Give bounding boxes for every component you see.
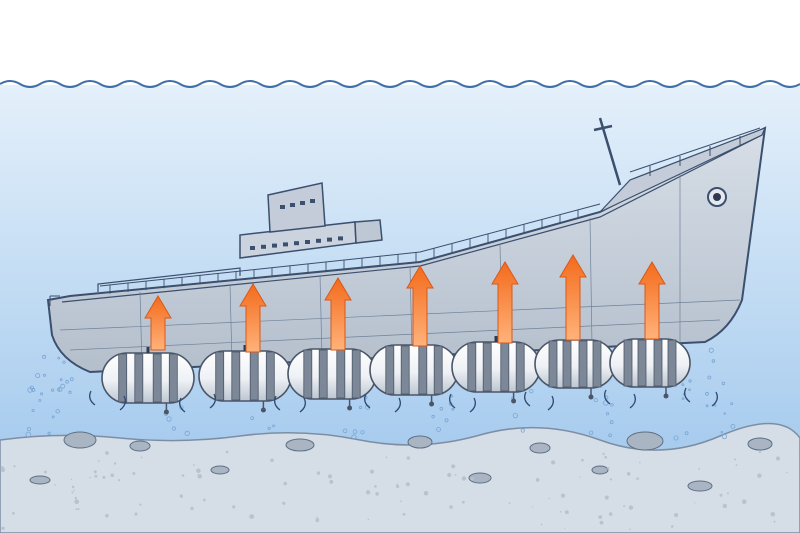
curved-arrow-icon xyxy=(209,393,216,409)
seabed-rocks xyxy=(29,431,773,492)
sunken-ship xyxy=(46,117,767,374)
water-surface-line xyxy=(0,80,800,88)
forecastle xyxy=(599,126,767,213)
up-arrow-icon xyxy=(239,283,267,353)
float-bag-icon xyxy=(609,333,691,399)
bridge-windows xyxy=(250,199,343,250)
curved-arrow-icon xyxy=(394,397,401,413)
deck-railing xyxy=(49,203,601,306)
current-arrows xyxy=(89,387,718,413)
seabed xyxy=(0,422,800,533)
foremast xyxy=(593,117,622,186)
curved-arrow-icon xyxy=(299,397,306,413)
lift-arrows xyxy=(144,254,666,353)
curved-arrow-icon xyxy=(119,395,126,411)
float-bag-icon xyxy=(451,336,541,404)
up-arrow-icon xyxy=(491,261,519,344)
curved-arrow-icon xyxy=(629,393,636,409)
bow-railing xyxy=(629,127,761,176)
curved-arrow-icon xyxy=(547,395,554,411)
curved-arrow-icon xyxy=(684,387,691,403)
stern-frame xyxy=(97,267,241,292)
seabed-pebbles xyxy=(0,450,800,531)
sky xyxy=(0,0,800,85)
float-bags xyxy=(101,333,691,415)
hawse-hole-inner xyxy=(713,193,721,201)
up-arrow-icon xyxy=(638,261,666,340)
railing-stanchions xyxy=(109,209,579,294)
curved-arrow-icon xyxy=(274,395,281,411)
curved-arrow-icon xyxy=(179,397,186,413)
curved-arrow-icon xyxy=(364,393,371,409)
curved-arrow-icon xyxy=(469,397,476,413)
ship-deck-line xyxy=(61,134,763,303)
curved-arrow-icon xyxy=(449,393,456,409)
funnel-block xyxy=(267,182,326,233)
up-arrow-icon xyxy=(324,277,352,351)
superstructure xyxy=(239,182,383,259)
curved-arrow-icon xyxy=(604,389,611,405)
up-arrow-icon xyxy=(559,254,587,341)
up-arrow-icon xyxy=(406,265,434,347)
ship-hull xyxy=(46,126,767,374)
up-arrow-icon xyxy=(144,295,172,351)
curved-arrow-icon xyxy=(89,390,96,406)
float-bag-icon xyxy=(198,345,292,413)
curved-arrow-icon xyxy=(711,391,718,407)
curved-arrow-icon xyxy=(524,391,531,407)
float-bag-icon xyxy=(101,347,195,415)
